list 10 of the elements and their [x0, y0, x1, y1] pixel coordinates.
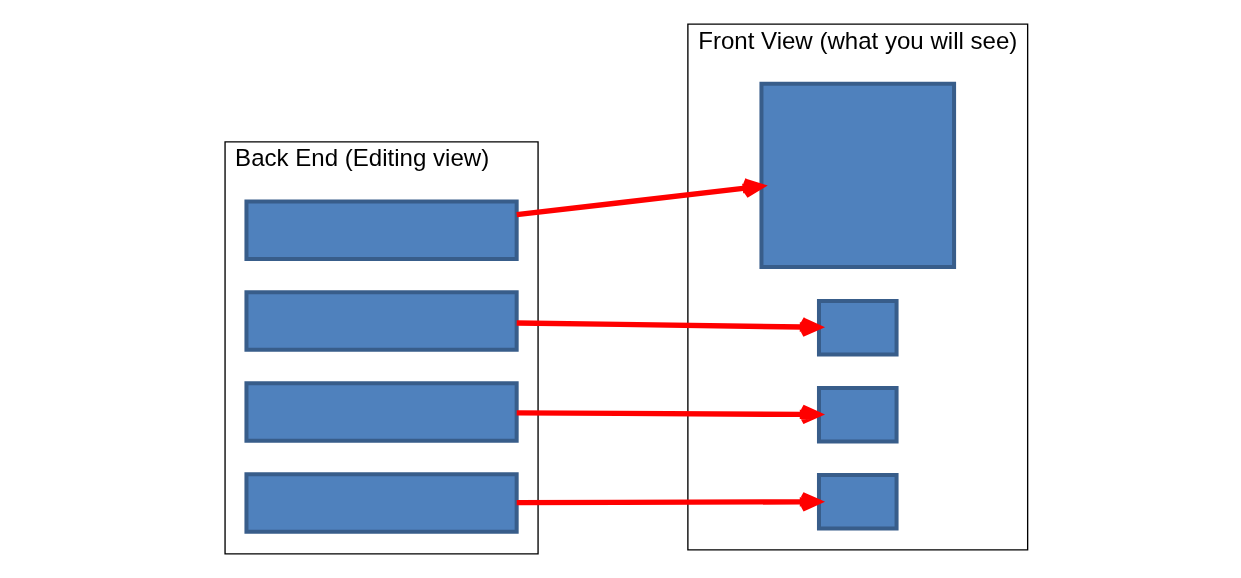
- cluster: Front View (what you will see): [686, 23, 1028, 551]
- node-box: [816, 386, 899, 444]
- node-box: [243, 290, 519, 352]
- node-box: [243, 199, 519, 261]
- cluster: Back End (Editing view): [223, 141, 539, 555]
- node-box: [243, 381, 519, 443]
- node-box: [816, 299, 899, 357]
- node-box: [758, 81, 956, 269]
- node-box: [816, 472, 899, 531]
- node-box: [243, 472, 519, 534]
